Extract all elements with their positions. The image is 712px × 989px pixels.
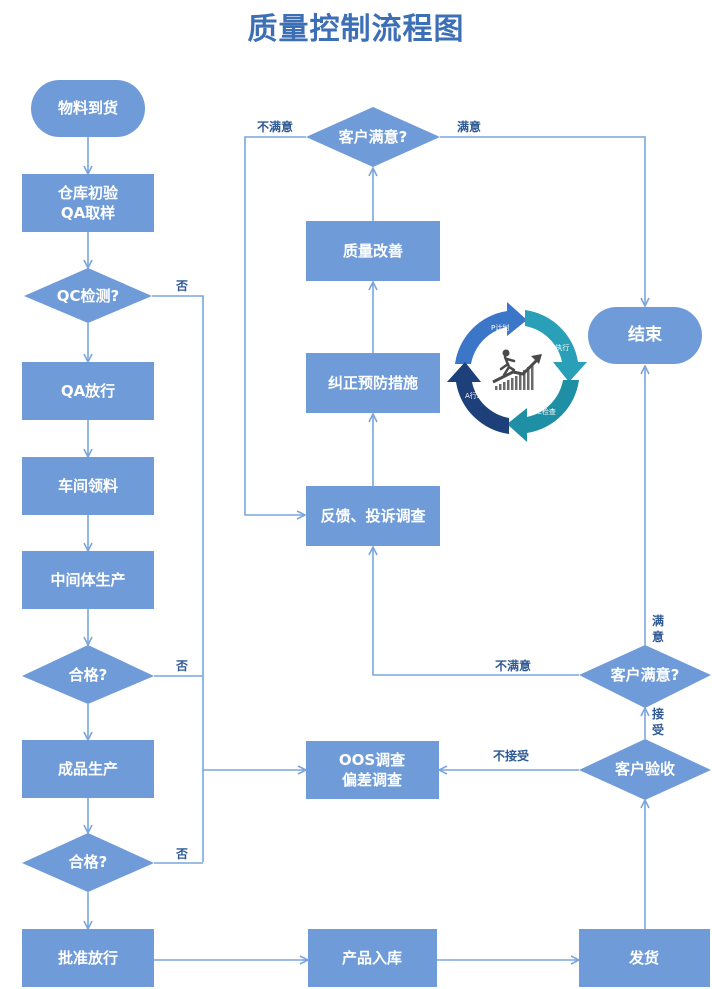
node-warehouse-inspection-line2: QA取样 — [61, 204, 115, 222]
node-qualified-2-shape — [22, 833, 154, 892]
node-end: 结束 — [588, 307, 702, 364]
node-intermediate-production: 中间体生产 — [22, 551, 154, 609]
node-approve-release-shape — [22, 929, 154, 987]
label-upper-satisfied: 满意 — [457, 119, 481, 134]
pdca-plan-arc — [455, 302, 527, 364]
node-warehouse-inspection: 仓库初验 QA取样 — [22, 174, 154, 232]
edge-lower-not-satisfied — [373, 547, 579, 676]
node-qa-release-shape — [22, 362, 154, 420]
node-approve-release-label: 批准放行 — [58, 949, 118, 967]
label-accept-2: 受 — [652, 722, 664, 737]
pdca-act-arc — [447, 362, 509, 434]
label-lower-satisfied-1: 满 — [652, 613, 664, 628]
node-material-arrival: 物料到货 — [31, 80, 145, 137]
node-qualified-1: 合格? — [22, 645, 154, 704]
node-warehousing-shape — [308, 929, 437, 987]
node-customer-satisfied-upper: 客户满意? — [306, 107, 440, 167]
node-oos-investigation-line2: 偏差调查 — [342, 771, 403, 789]
pdca-cycle: P计划 D执行 C检查 A行动 — [447, 302, 587, 442]
node-material-arrival-shape — [31, 80, 145, 137]
label-qualified1-no: 否 — [175, 659, 188, 673]
node-qualified-1-shape — [22, 645, 154, 704]
growth-chart-icon — [492, 354, 542, 390]
node-intermediate-production-label: 中间体生产 — [50, 571, 125, 589]
node-material-arrival-label: 物料到货 — [58, 99, 118, 117]
node-qa-release-label: QA放行 — [61, 382, 115, 400]
node-workshop-requisition: 车间领料 — [22, 457, 154, 515]
node-warehouse-inspection-shape — [22, 174, 154, 232]
node-end-shape — [588, 307, 702, 364]
node-shipping: 发货 — [579, 929, 710, 987]
node-warehouse-inspection-line1: 仓库初验 — [57, 184, 119, 202]
pdca-check-arc — [507, 380, 579, 442]
node-qualified-2-label: 合格? — [68, 853, 108, 871]
node-qa-release: QA放行 — [22, 362, 154, 420]
label-upper-not-satisfied: 不满意 — [257, 119, 293, 134]
label-qc-no: 否 — [175, 279, 188, 293]
edge-upper-not-satisfied — [244, 136, 306, 515]
node-customer-acceptance-label: 客户验收 — [614, 760, 675, 778]
label-lower-not-satisfied: 不满意 — [495, 658, 531, 673]
node-feedback-investigation: 反馈、投诉调查 — [306, 486, 440, 546]
node-warehousing: 产品入库 — [308, 929, 437, 987]
pdca-plan-label: P计划 — [491, 323, 509, 332]
edge-upper-satisfied — [440, 136, 645, 306]
node-oos-investigation: OOS调查 偏差调查 — [306, 741, 439, 799]
node-corrective-action-shape — [306, 353, 440, 413]
node-finished-production-label: 成品生产 — [58, 760, 118, 778]
node-workshop-requisition-shape — [22, 457, 154, 515]
label-qualified2-no: 否 — [175, 847, 188, 861]
node-shipping-shape — [579, 929, 710, 987]
node-approve-release: 批准放行 — [22, 929, 154, 987]
node-customer-satisfied-lower-label: 客户满意? — [610, 666, 680, 684]
node-intermediate-production-shape — [22, 551, 154, 609]
node-qualified-2: 合格? — [22, 833, 154, 892]
node-qualified-1-label: 合格? — [68, 666, 108, 684]
node-customer-acceptance: 客户验收 — [579, 739, 711, 800]
node-finished-production-shape — [22, 740, 154, 798]
node-customer-satisfied-upper-shape — [306, 107, 440, 167]
node-customer-satisfied-lower-shape — [579, 645, 711, 708]
node-corrective-action-label: 纠正预防措施 — [328, 374, 418, 392]
node-quality-improvement-shape — [306, 221, 440, 281]
node-oos-investigation-shape — [306, 741, 439, 799]
page-title: 质量控制流程图 — [247, 12, 465, 47]
pdca-act-label: A行动 — [465, 391, 484, 400]
node-shipping-label: 发货 — [628, 949, 659, 967]
node-corrective-action: 纠正预防措施 — [306, 353, 440, 413]
node-feedback-investigation-label: 反馈、投诉调查 — [320, 507, 426, 525]
pdca-do-arc — [525, 310, 587, 382]
node-feedback-investigation-shape — [306, 486, 440, 546]
node-warehousing-label: 产品入库 — [342, 949, 402, 967]
node-oos-investigation-line1: OOS调查 — [339, 751, 406, 769]
node-quality-improvement: 质量改善 — [306, 221, 440, 281]
node-customer-satisfied-lower: 客户满意? — [579, 645, 711, 708]
label-lower-satisfied-2: 意 — [652, 629, 664, 644]
pdca-check-label: C检查 — [537, 407, 556, 416]
node-qc-test: QC检测? — [24, 268, 152, 323]
node-customer-acceptance-shape — [579, 739, 711, 800]
node-customer-satisfied-upper-label: 客户满意? — [338, 128, 408, 146]
flow-lines — [88, 136, 645, 960]
node-quality-improvement-label: 质量改善 — [343, 242, 403, 260]
edge-qc-no — [152, 295, 204, 862]
pdca-do-label: D执行 — [550, 343, 569, 352]
node-qc-test-shape — [24, 268, 152, 323]
node-finished-production: 成品生产 — [22, 740, 154, 798]
label-not-accept: 不接受 — [493, 748, 529, 763]
node-workshop-requisition-label: 车间领料 — [58, 477, 118, 495]
runner-icon — [499, 349, 516, 377]
node-qc-test-label: QC检测? — [57, 287, 119, 305]
node-end-label: 结束 — [628, 324, 662, 345]
label-accept-1: 接 — [652, 706, 664, 721]
